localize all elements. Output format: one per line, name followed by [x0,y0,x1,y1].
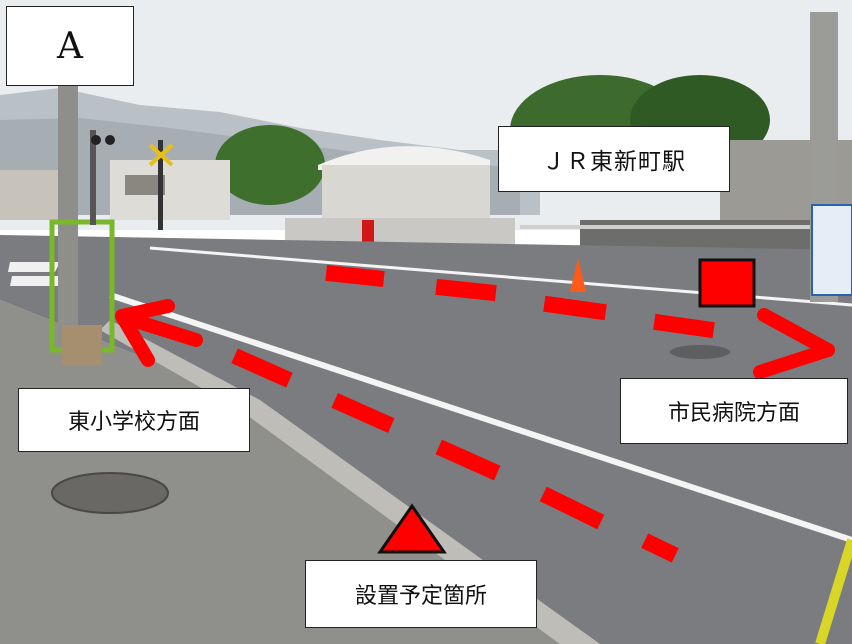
railing [520,225,830,229]
building-left-1 [0,170,60,220]
road [0,235,852,644]
station-roof [318,146,490,170]
hospital-direction-label: 市民病院方面 [620,378,848,444]
bus-sign [811,204,852,296]
dashed-route-near [231,348,679,563]
traffic-cone [570,258,586,292]
sidewalk [0,300,560,644]
dashed-route-far [325,265,715,339]
red-postbox [362,220,374,242]
signal-light-2 [105,135,115,145]
red-left-arrow [115,299,203,367]
corner-label: A [6,6,134,86]
station-label: ＪＲ東新町駅 [498,126,730,192]
station-building [322,165,490,220]
manhole [51,472,169,514]
crossing-pole [158,140,163,230]
signal-light-1 [91,135,101,145]
red-square-marker [698,258,756,308]
crossing-sign [148,143,174,167]
planned-site-label: 設置予定箇所 [305,560,537,628]
east-school-direction-label: 東小学校方面 [18,388,250,452]
crosswalk [8,262,62,286]
bench [62,325,102,365]
utility-pole-left [58,70,78,350]
tree-left [215,125,325,205]
red-right-arrow [753,308,835,379]
red-triangle-marker [377,503,447,554]
signal-pole [90,130,96,225]
yellow-pole [815,538,852,644]
manhole-road [670,345,730,359]
building-left-3 [125,175,165,195]
road-white-line [109,292,852,543]
